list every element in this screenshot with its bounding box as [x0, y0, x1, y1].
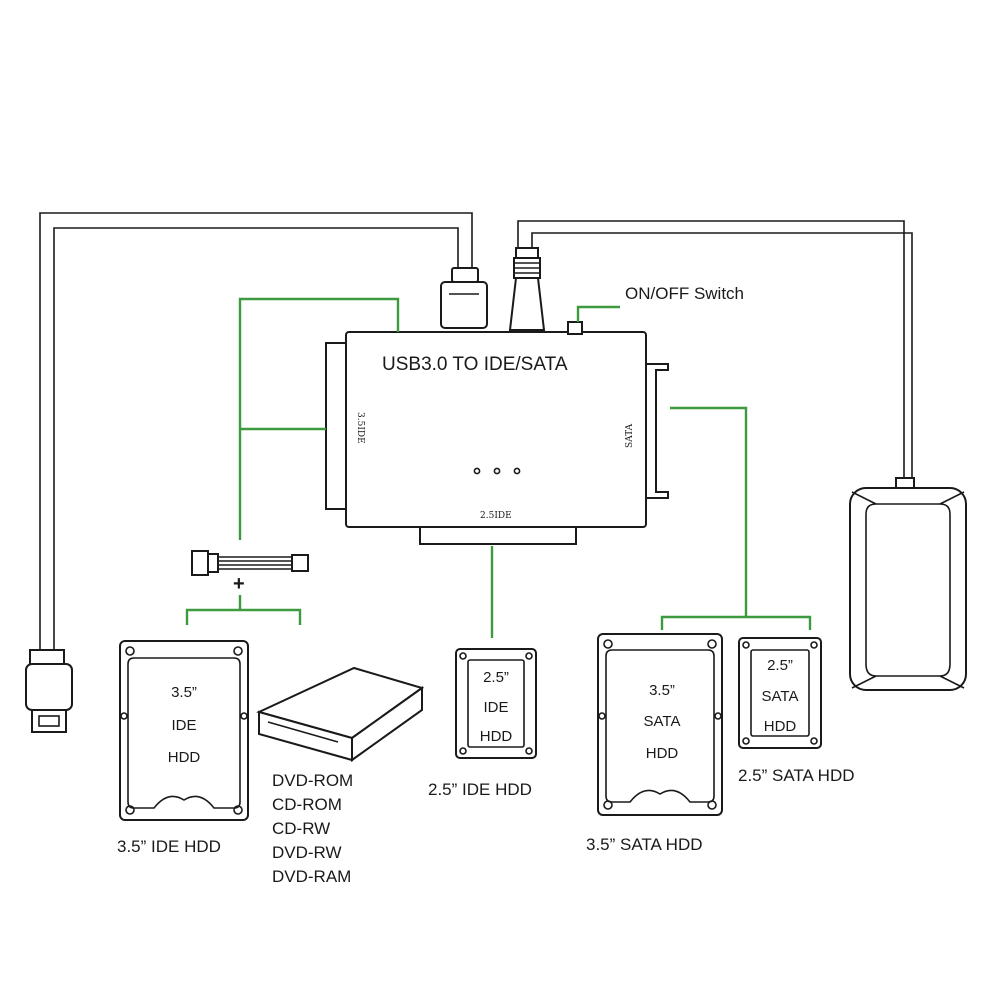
switch-label: ON/OFF Switch [625, 284, 744, 303]
hdd-35-sata-line1: 3.5” [649, 682, 675, 699]
hdd-25-sata-line2: SATA [762, 688, 799, 705]
hdd-35-sata-icon [597, 633, 723, 816]
molex-connector-icon [191, 550, 309, 576]
hdd-25-sata-icon [738, 637, 822, 749]
hdd-35-ide-line1: 3.5” [171, 684, 197, 701]
hdd-35-sata-line2: SATA [644, 713, 681, 730]
hdd-25-ide-line1: 2.5” [483, 669, 509, 686]
optical-format-item: CD-RW [272, 819, 330, 838]
adapter-body [325, 321, 669, 545]
optical-format-item: DVD-RAM [272, 867, 351, 886]
optical-drive-icon [256, 666, 425, 762]
plus-sign: + [233, 573, 245, 595]
hdd-25-ide-line3: HDD [480, 728, 513, 745]
port-label-sata: SATA [625, 423, 635, 448]
optical-format-list: DVD-ROM CD-ROM CD-RW DVD-RW DVD-RAM [272, 771, 353, 886]
port-label-35ide: 3.5IDE [355, 412, 365, 444]
hdd-25-sata-caption: 2.5” SATA HDD [738, 766, 855, 785]
power-adapter-icon [849, 487, 967, 691]
optical-format-item: DVD-RW [272, 843, 342, 862]
hdd-35-ide-line3: HDD [168, 749, 201, 766]
hdd-25-sata-line1: 2.5” [767, 657, 793, 674]
usb-plug-icon [25, 649, 73, 733]
hdd-25-sata-line3: HDD [764, 718, 797, 735]
hdd-25-ide-line2: IDE [483, 699, 508, 716]
hdd-25-ide-caption: 2.5” IDE HDD [428, 780, 532, 799]
power-cable [508, 220, 915, 493]
hdd-35-sata-line3: HDD [646, 745, 679, 762]
hdd-35-sata-caption: 3.5” SATA HDD [586, 835, 703, 854]
optical-format-item: CD-ROM [272, 795, 342, 814]
ide-connection-lines [185, 297, 400, 625]
sata-connection-lines [660, 406, 812, 630]
hdd-35-ide-icon [119, 640, 249, 821]
hdd-35-ide-line2: IDE [171, 717, 196, 734]
adapter-title: USB3.0 TO IDE/SATA [382, 354, 568, 375]
hdd-35-ide-caption: 3.5” IDE HDD [117, 837, 221, 856]
switch-leader-line [576, 305, 620, 322]
port-label-25ide: 2.5IDE [480, 511, 512, 521]
usb-cable [39, 212, 488, 650]
status-led-icon [473, 467, 521, 475]
optical-format-item: DVD-ROM [272, 771, 353, 790]
hdd-25-ide-icon [455, 648, 537, 759]
